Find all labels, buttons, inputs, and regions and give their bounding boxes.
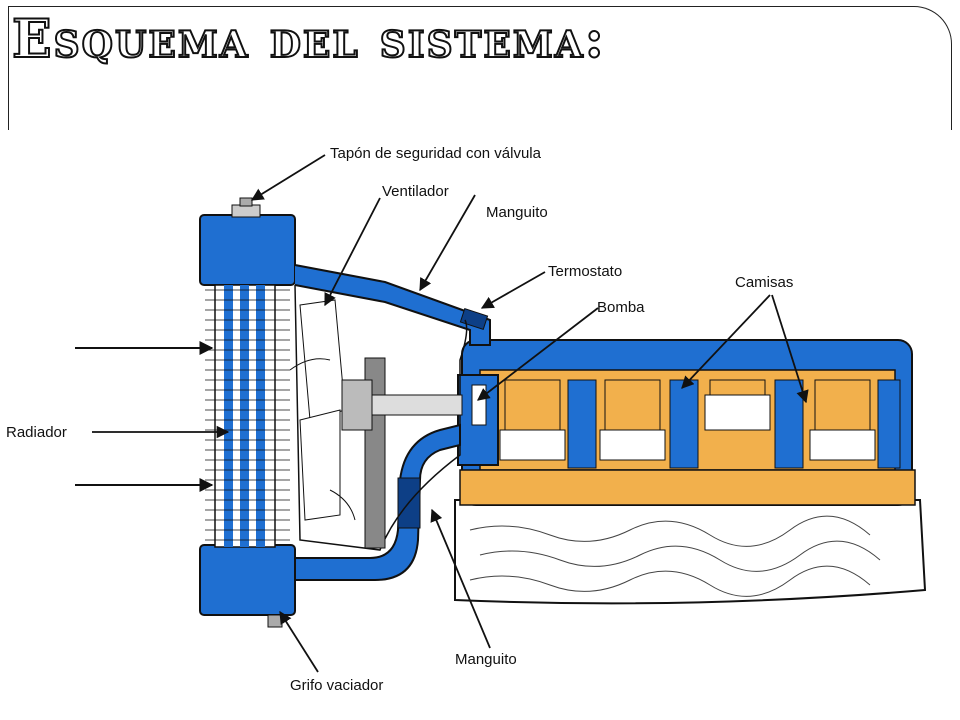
label-manguito-top: Manguito [486, 204, 548, 221]
thermostat [459, 308, 489, 330]
radiator-cap [231, 197, 261, 218]
radiator [199, 214, 296, 616]
drain-tap [267, 614, 283, 628]
leader-manguito-bottom [430, 508, 491, 649]
pump-housing [457, 374, 499, 466]
leader-camisas-right [771, 294, 809, 404]
slide-title: Esquema del sistema: [11, 9, 606, 70]
label-radiador: Radiador [6, 424, 67, 441]
fan-blades [289, 299, 356, 521]
upper-hose [294, 245, 491, 346]
label-termostato: Termostato [548, 263, 622, 280]
slide-frame [8, 6, 952, 166]
engine-block [459, 339, 916, 506]
label-bomba: Bomba [597, 299, 645, 316]
label-ventilador: Ventilador [382, 183, 449, 200]
label-tapon: Tapón de seguridad con válvula [330, 145, 542, 162]
label-grifo: Grifo vaciador [290, 677, 383, 694]
fan-pulley [341, 357, 463, 549]
leader-manguito-top [419, 194, 476, 292]
leader-camisas-left [681, 294, 771, 389]
leader-bomba [477, 307, 599, 401]
label-manguito-bottom: Manguito [455, 651, 517, 668]
label-camisas: Camisas [735, 274, 793, 291]
engine-crankcase [454, 499, 927, 605]
leader-tapon [250, 154, 326, 201]
frame-mask [0, 130, 960, 170]
leader-grifo [279, 610, 319, 673]
leader-termostato [480, 271, 546, 309]
leader-ventilador [324, 197, 381, 307]
fan-shroud [294, 284, 468, 551]
